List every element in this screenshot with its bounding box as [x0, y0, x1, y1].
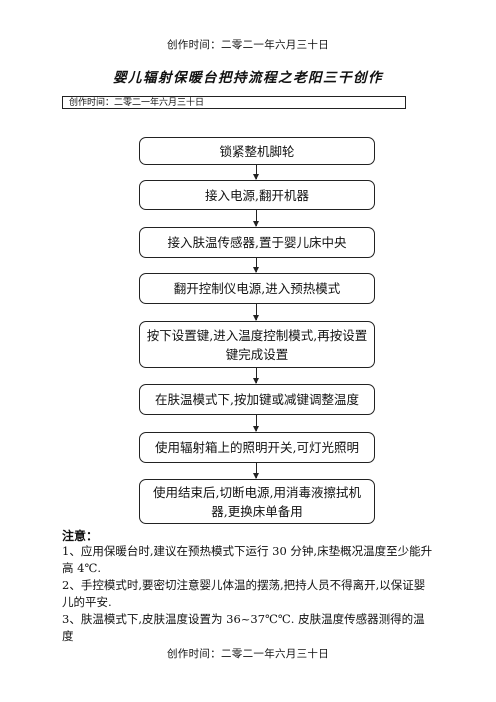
flow-step-5: 按下设置键,进入温度控制模式,再按设置键完成设置: [139, 321, 375, 368]
flow-step-3: 接入肤温传感器,置于婴儿床中央: [139, 227, 375, 258]
flow-arrow-7: [253, 463, 259, 479]
flow-arrow-3: [253, 258, 259, 273]
header-timestamp: 创作时间：二零二一年六月三十日: [167, 39, 329, 51]
flow-arrow-5: [253, 368, 259, 384]
footer-timestamp: 创作时间：二零二一年六月三十日: [167, 648, 329, 660]
document-title: 婴儿辐射保暖台把持流程之老阳三干创作: [113, 70, 383, 86]
timestamp-box: 创作时间：二零二一年六月三十日: [62, 96, 406, 109]
flow-step-8: 使用结束后,切断电源,用消毒液擦拭机器,更换床单备用: [139, 479, 375, 524]
notes-heading: 注意：: [62, 529, 99, 543]
note-3: 3、肤温模式下,皮肤温度设置为 36~37℃℃. 皮肤温度传感器测得的温度: [62, 612, 425, 643]
flow-step-1: 锁紧整机脚轮: [139, 137, 375, 165]
flow-step-4: 翻开控制仪电源,进入预热模式: [139, 273, 375, 304]
flow-step-2: 接入电源,翻开机器: [139, 180, 375, 210]
flow-arrow-6: [253, 415, 259, 432]
flow-arrow-4: [253, 304, 259, 321]
flow-step-6: 在肤温模式下,按加键或减键调整温度: [139, 384, 375, 415]
flow-arrow-1: [253, 165, 259, 180]
flow-step-7: 使用辐射箱上的照明开关,可灯光照明: [139, 432, 375, 463]
note-2: 2、手控模式时,要密切注意婴儿体温的摆荡,把持人员不得离开,以保证婴儿的平安.: [62, 578, 426, 609]
flow-arrow-2: [253, 210, 259, 227]
note-1: 1、应用保暖台时,建议在预热模式下运行 30 分钟,床垫概况温度至少能升高 4℃…: [62, 544, 433, 575]
